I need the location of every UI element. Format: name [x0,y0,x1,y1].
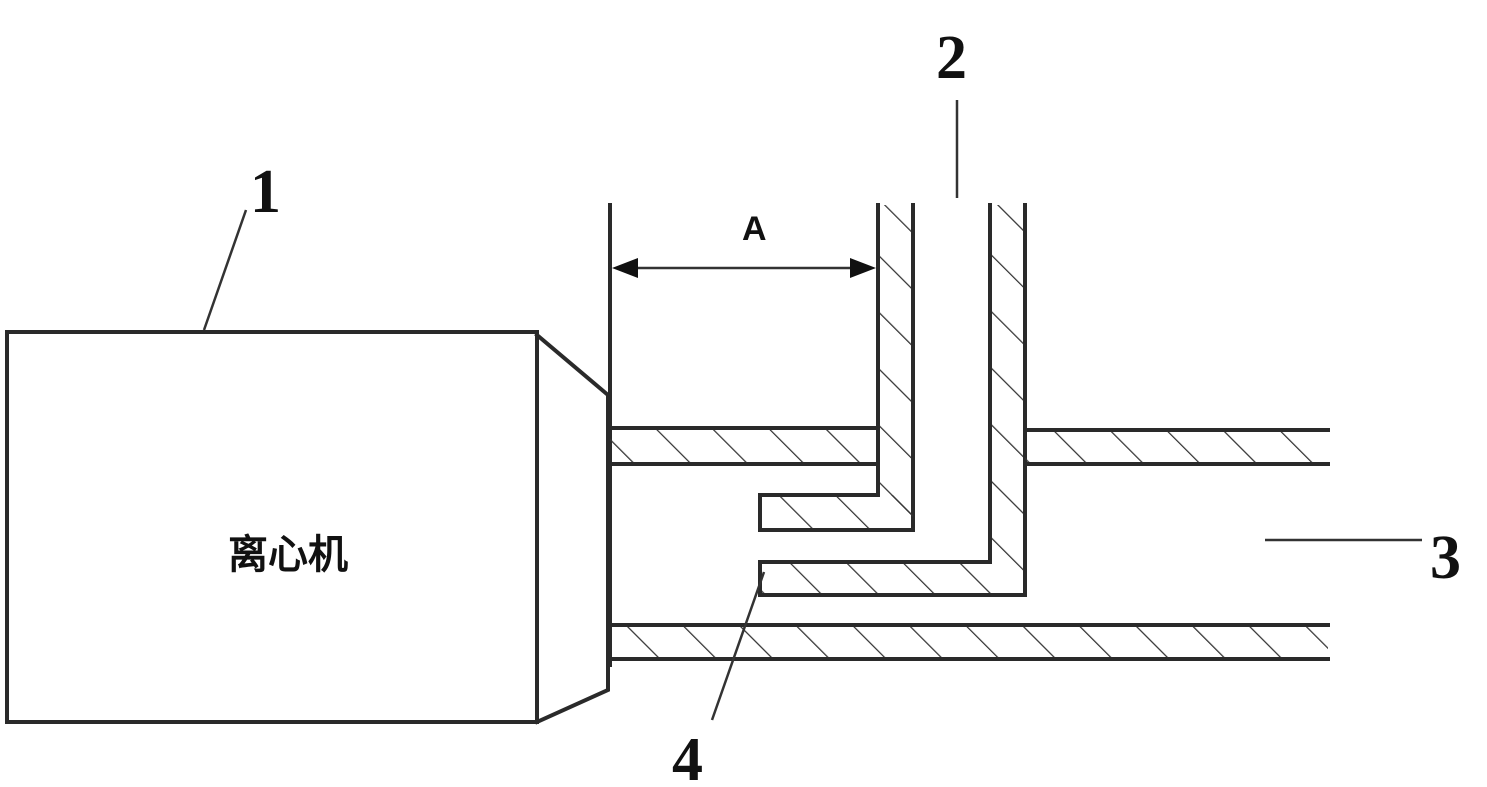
callout-number-4: 4 [672,726,703,787]
dimension-a [612,258,876,278]
dimension-a-label: A [742,210,767,248]
centrifuge-body [5,330,610,725]
inner-tube-left-wall [878,205,913,530]
centrifuge-label: 离心机 [228,532,348,578]
lower-wall-hatched [610,625,1328,659]
outer-tube-wall [760,205,1025,595]
callout-number-1: 1 [250,158,281,226]
callout-line-4 [710,571,766,721]
nozzle-upper-lip [760,495,913,530]
callout-number-3: 3 [1430,524,1461,592]
upper-wall-right-hatched [1025,430,1328,464]
upper-wall-left-hatched [610,428,878,464]
callout-number-2: 2 [936,24,967,92]
callout-line-1 [202,209,248,331]
